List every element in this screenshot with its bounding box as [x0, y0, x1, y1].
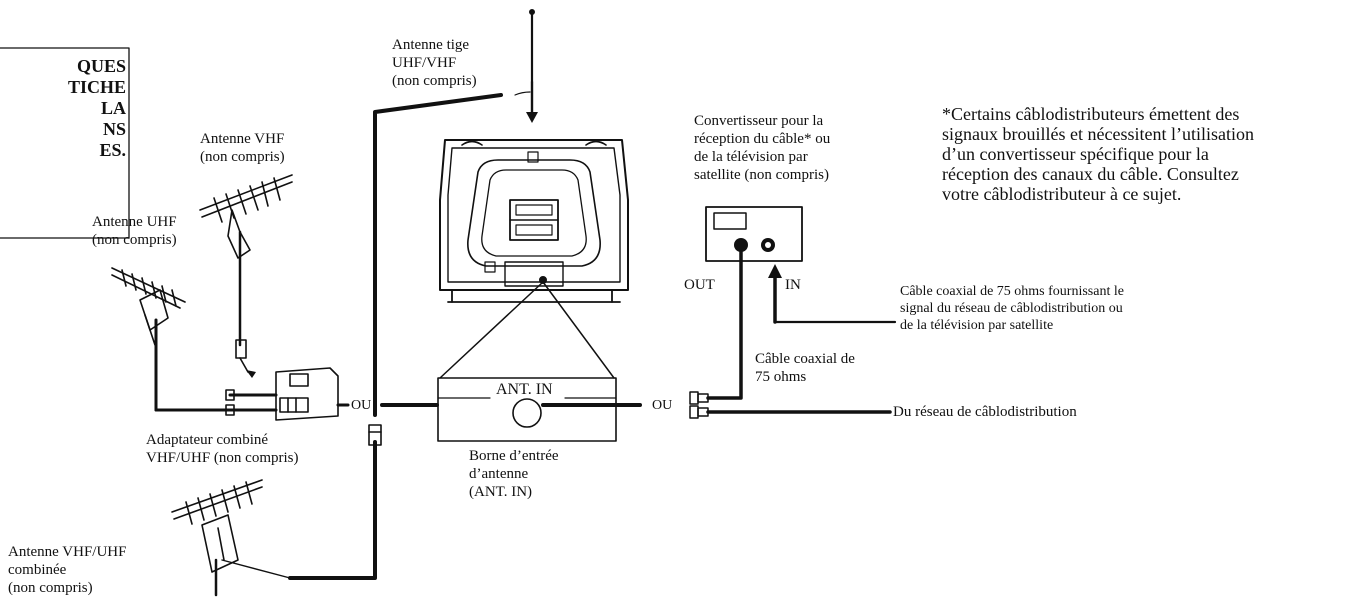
adapter-label: Adaptateur combiné VHF/UHF (non compris): [146, 432, 299, 466]
scrambled-signal-note: *Certains câblodistributeurs émettent de…: [942, 104, 1254, 204]
coax-75-label: Câble coaxial de 75 ohms: [755, 351, 855, 385]
rod-antenna-icon: [514, 9, 538, 123]
ou-right-label: OU: [652, 398, 673, 413]
ant-in-label: ANT. IN: [496, 381, 553, 398]
plug-connector-icon: [368, 424, 382, 446]
left-note-line: LA: [100, 98, 126, 118]
right-connectors-icon: [689, 391, 892, 419]
ou-left-label: OU: [351, 398, 372, 413]
combined-antenna-label: Antenne VHF/UHF combinée (non compris): [8, 544, 127, 596]
cable-signal-label: Câble coaxial de 75 ohms fournissant le …: [900, 284, 1124, 333]
vhf-antenna-label: Antenne VHF (non compris): [200, 131, 285, 165]
ant-in-panel: [437, 281, 617, 442]
out-label: OUT: [684, 277, 715, 293]
left-note-line: TICHE: [67, 77, 126, 97]
left-note-text: QUES TICHE LA NS ES.: [0, 56, 126, 161]
rod-antenna-label: Antenne tige UHF/VHF (non compris): [392, 37, 477, 89]
in-label: IN: [785, 277, 801, 293]
uhf-antenna-label: Antenne UHF (non compris): [92, 214, 177, 248]
converter-out-cable: [706, 250, 743, 400]
vhf-antenna-icon: [199, 174, 293, 378]
tv-rear-icon: [439, 139, 629, 303]
cable-network-label: Du réseau de câblodistribution: [893, 404, 1077, 420]
left-note-line: NS: [102, 119, 126, 139]
left-note-line: ES.: [99, 140, 126, 160]
combiner-adapter-icon: [225, 367, 350, 421]
converter-label: Convertisseur pour la réception du câble…: [694, 113, 831, 183]
converter-box-icon: [705, 206, 803, 262]
left-note-line: QUES: [76, 56, 126, 76]
coax-lines: [288, 93, 642, 580]
uhf-antenna-icon: [111, 267, 232, 412]
ant-in-terminal-label: Borne d’entrée d’antenne (ANT. IN): [469, 448, 559, 500]
combined-antenna-icon: [171, 479, 291, 597]
left-note-box: [0, 47, 130, 239]
